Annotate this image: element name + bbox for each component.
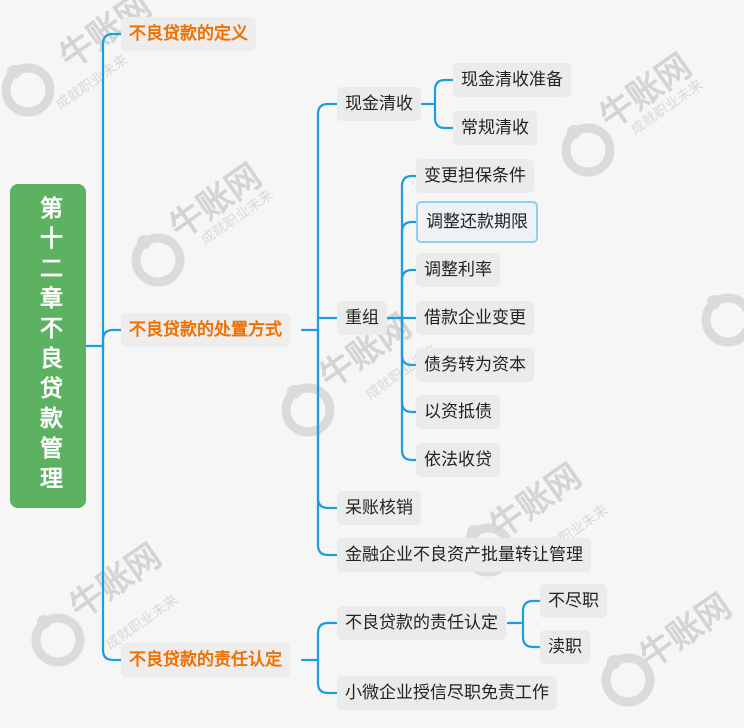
node-writeoff[interactable]: 呆账核销 (337, 491, 421, 525)
node-responsibility-determination[interactable]: 不良贷款的责任认定 (337, 606, 506, 640)
node-not-diligent[interactable]: 不尽职 (540, 584, 607, 618)
node-debt-to-equity[interactable]: 债务转为资本 (416, 348, 534, 382)
node-smb-exemption[interactable]: 小微企业授信尽职免责工作 (337, 676, 557, 710)
branch-definition[interactable]: 不良贷款的定义 (121, 17, 256, 51)
node-batch-transfer[interactable]: 金融企业不良资产批量转让管理 (337, 538, 591, 572)
node-change-guarantee[interactable]: 变更担保条件 (416, 159, 534, 193)
node-dereliction[interactable]: 渎职 (540, 630, 590, 664)
node-asset-offset[interactable]: 以资抵债 (416, 395, 500, 429)
branch-responsibility[interactable]: 不良贷款的责任认定 (121, 643, 290, 677)
root-node[interactable]: 第十二章不良贷款管理 (10, 184, 86, 508)
node-routine-collection[interactable]: 常规清收 (453, 111, 537, 145)
node-adjust-term[interactable]: 调整还款期限 (416, 201, 538, 243)
node-legal-collection[interactable]: 依法收贷 (416, 443, 500, 477)
node-cash-collection[interactable]: 现金清收 (337, 87, 421, 121)
node-restructuring[interactable]: 重组 (337, 301, 387, 335)
node-borrower-change[interactable]: 借款企业变更 (416, 301, 534, 335)
node-cash-prep[interactable]: 现金清收准备 (453, 63, 571, 97)
root-title: 第十二章不良贷款管理 (35, 196, 62, 496)
branch-disposal[interactable]: 不良贷款的处置方式 (121, 313, 290, 347)
node-adjust-rate[interactable]: 调整利率 (416, 253, 500, 287)
